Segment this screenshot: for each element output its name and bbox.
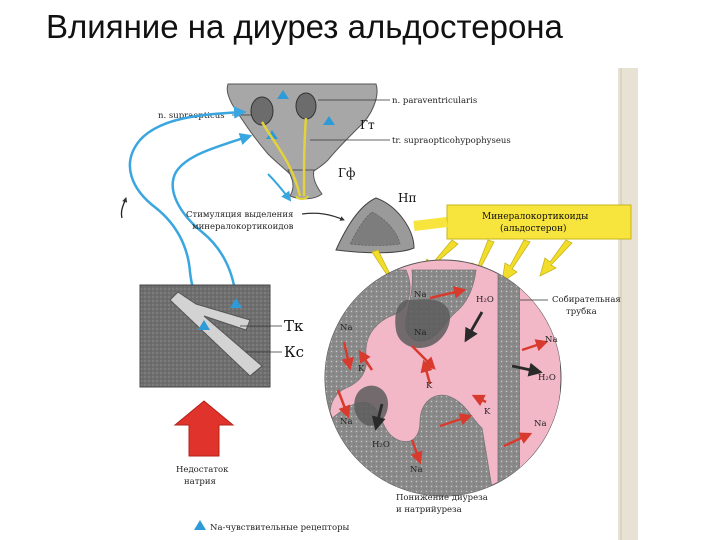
label-gf: Гф	[338, 166, 355, 180]
hormone-arrow	[539, 239, 573, 277]
mineralocorticoid-box: Минералокортикоиды (альдостерон)	[413, 204, 632, 240]
supraopticohypophyseal-tract	[302, 117, 308, 197]
label-ks: Кс	[284, 343, 304, 361]
tubule-lumen	[395, 299, 451, 349]
ion-na: Na	[410, 465, 423, 475]
ion-h2o: H₂O	[476, 295, 494, 305]
sodium-arrow	[503, 432, 533, 448]
ion-h2o: H₂O	[372, 440, 390, 450]
ion-na: Na	[534, 419, 547, 429]
ion-h2o: H₂O	[538, 373, 556, 383]
receptor-marker	[323, 116, 335, 125]
page-edge-strip	[618, 68, 638, 540]
legend-label: Na-чувствительные рецепторы	[210, 523, 350, 533]
sodium-deficit-arrow	[173, 400, 235, 457]
sodium-arrow	[341, 341, 354, 371]
ion-k: K	[358, 364, 365, 374]
label-np: Нп	[398, 191, 416, 205]
receptor-marker	[230, 298, 242, 308]
secondary-fiber	[267, 173, 292, 202]
sodium-arrow	[521, 339, 549, 352]
label-decrease-line1: Понижение диуреза	[396, 493, 488, 503]
sodium-arrow	[336, 389, 351, 419]
secondary-fiber	[120, 197, 128, 219]
water-arrow	[511, 362, 543, 377]
ion-na: Na	[414, 290, 427, 300]
sodium-arrow	[439, 413, 473, 428]
label-collecting-line2: трубка	[566, 306, 597, 317]
slide-title: Влияние на диурез альдостерона	[46, 8, 563, 45]
label-tr-supraopticohypophyseus: tr. supraopticohypophyseus	[392, 136, 511, 146]
label-aldosterone: (альдостерон)	[500, 223, 567, 234]
potassium-arrow	[420, 359, 433, 385]
hormone-arrow	[501, 239, 531, 283]
water-arrow	[371, 403, 386, 431]
supraopticohypophyseal-tract	[260, 121, 302, 197]
label-deficit-line1: Недостаток	[176, 465, 229, 475]
label-n-paraventricularis: n. paraventricularis	[392, 96, 477, 106]
ion-na: Na	[414, 328, 427, 338]
ion-k: K	[484, 407, 491, 417]
label-decrease-line2: и натрийуреза	[396, 505, 462, 515]
afferent-nerve-fiber	[128, 106, 247, 327]
ion-k: K	[426, 381, 433, 391]
stimulation-arrow	[301, 212, 345, 221]
supraoptic-nucleus	[250, 96, 274, 126]
adrenal-gland	[335, 197, 415, 254]
sodium-arrow	[429, 286, 467, 300]
afferent-nerve-fiber	[171, 133, 253, 301]
label-deficit-line2: натрия	[184, 477, 216, 487]
ion-na: Na	[340, 417, 353, 427]
label-collecting-line1: Собирательная	[552, 294, 621, 305]
receptor-marker	[277, 90, 289, 99]
ion-na: Na	[545, 335, 558, 345]
sodium-arrow	[410, 439, 423, 465]
receptor-marker	[266, 130, 278, 139]
collecting-duct	[497, 260, 521, 496]
ion-na: Na	[340, 323, 353, 333]
label-tk: Тк	[284, 317, 304, 335]
hypothalamus	[226, 83, 378, 200]
potassium-arrow	[358, 349, 374, 371]
label-stimulation-line1: Стимуляция выделения	[186, 210, 293, 220]
receptor-marker	[198, 320, 210, 330]
potassium-arrow	[471, 394, 487, 407]
label-mineralocorticoids: Минералокортикоиды	[482, 212, 588, 222]
legend-receptor-icon	[194, 520, 206, 530]
blood-vessel	[169, 291, 263, 377]
water-arrow	[464, 311, 484, 343]
tubule-closeup: Na H₂O Na Na Na K H₂O K Na K Na H₂O Na	[324, 259, 562, 497]
paraventricular-nucleus	[295, 92, 317, 120]
label-stimulation-line2: минералокортикоидов	[192, 222, 294, 232]
nerve-fibers	[120, 106, 292, 327]
tissue-block	[139, 284, 271, 388]
label-gt: Гт	[360, 118, 375, 132]
